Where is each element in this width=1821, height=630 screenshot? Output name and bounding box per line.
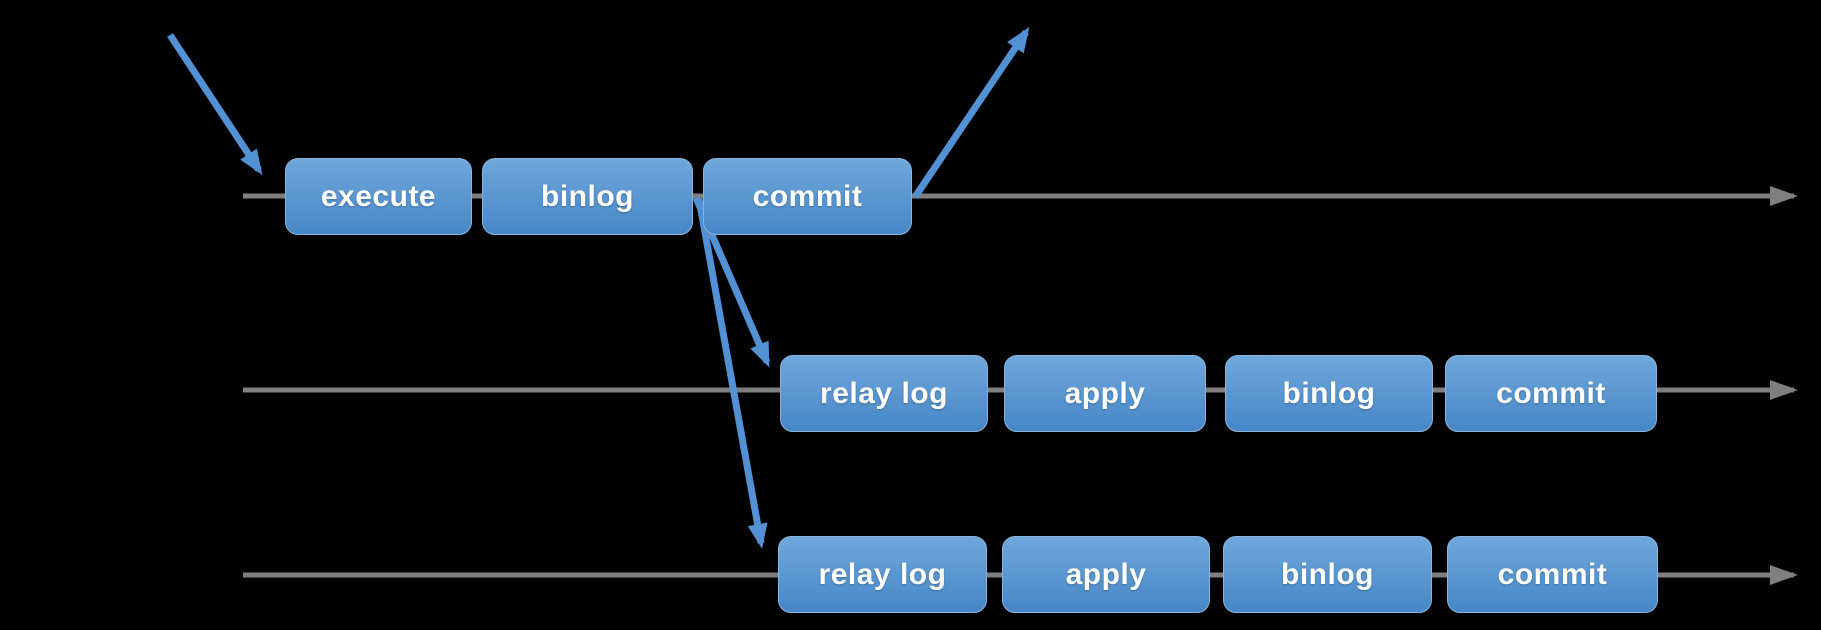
node-commit-replica2-label: commit (1497, 557, 1608, 591)
node-binlog-replica1-label: binlog (1282, 376, 1376, 410)
binlog-to-replica2-arrow (695, 198, 768, 549)
node-execute-label: execute (320, 179, 437, 213)
node-apply-replica2: apply (1002, 536, 1210, 613)
node-commit-replica1-label: commit (1496, 376, 1606, 410)
node-relaylog-replica1-label: relay log (820, 376, 948, 410)
node-apply-replica2-label: apply (1065, 557, 1147, 591)
node-binlog-replica2: binlog (1223, 536, 1432, 613)
node-relaylog-replica1: relay log (780, 355, 988, 432)
node-apply-replica1: apply (1004, 355, 1206, 432)
node-commit-source-label: commit (752, 179, 863, 213)
node-commit-source: commit (703, 158, 912, 235)
node-binlog-replica1: binlog (1225, 355, 1433, 432)
node-binlog-source: binlog (482, 158, 693, 235)
node-relaylog-replica2: relay log (778, 536, 987, 613)
node-binlog-replica2-label: binlog (1281, 557, 1374, 591)
node-relaylog-replica2-label: relay log (818, 557, 947, 591)
node-binlog-source-label: binlog (541, 179, 634, 213)
node-apply-replica1-label: apply (1064, 376, 1146, 410)
node-commit-replica2: commit (1447, 536, 1658, 613)
node-execute: execute (285, 158, 472, 235)
node-commit-replica1: commit (1445, 355, 1657, 432)
commit-ack-arrow (912, 27, 1030, 199)
client-request-arrow (167, 33, 263, 176)
